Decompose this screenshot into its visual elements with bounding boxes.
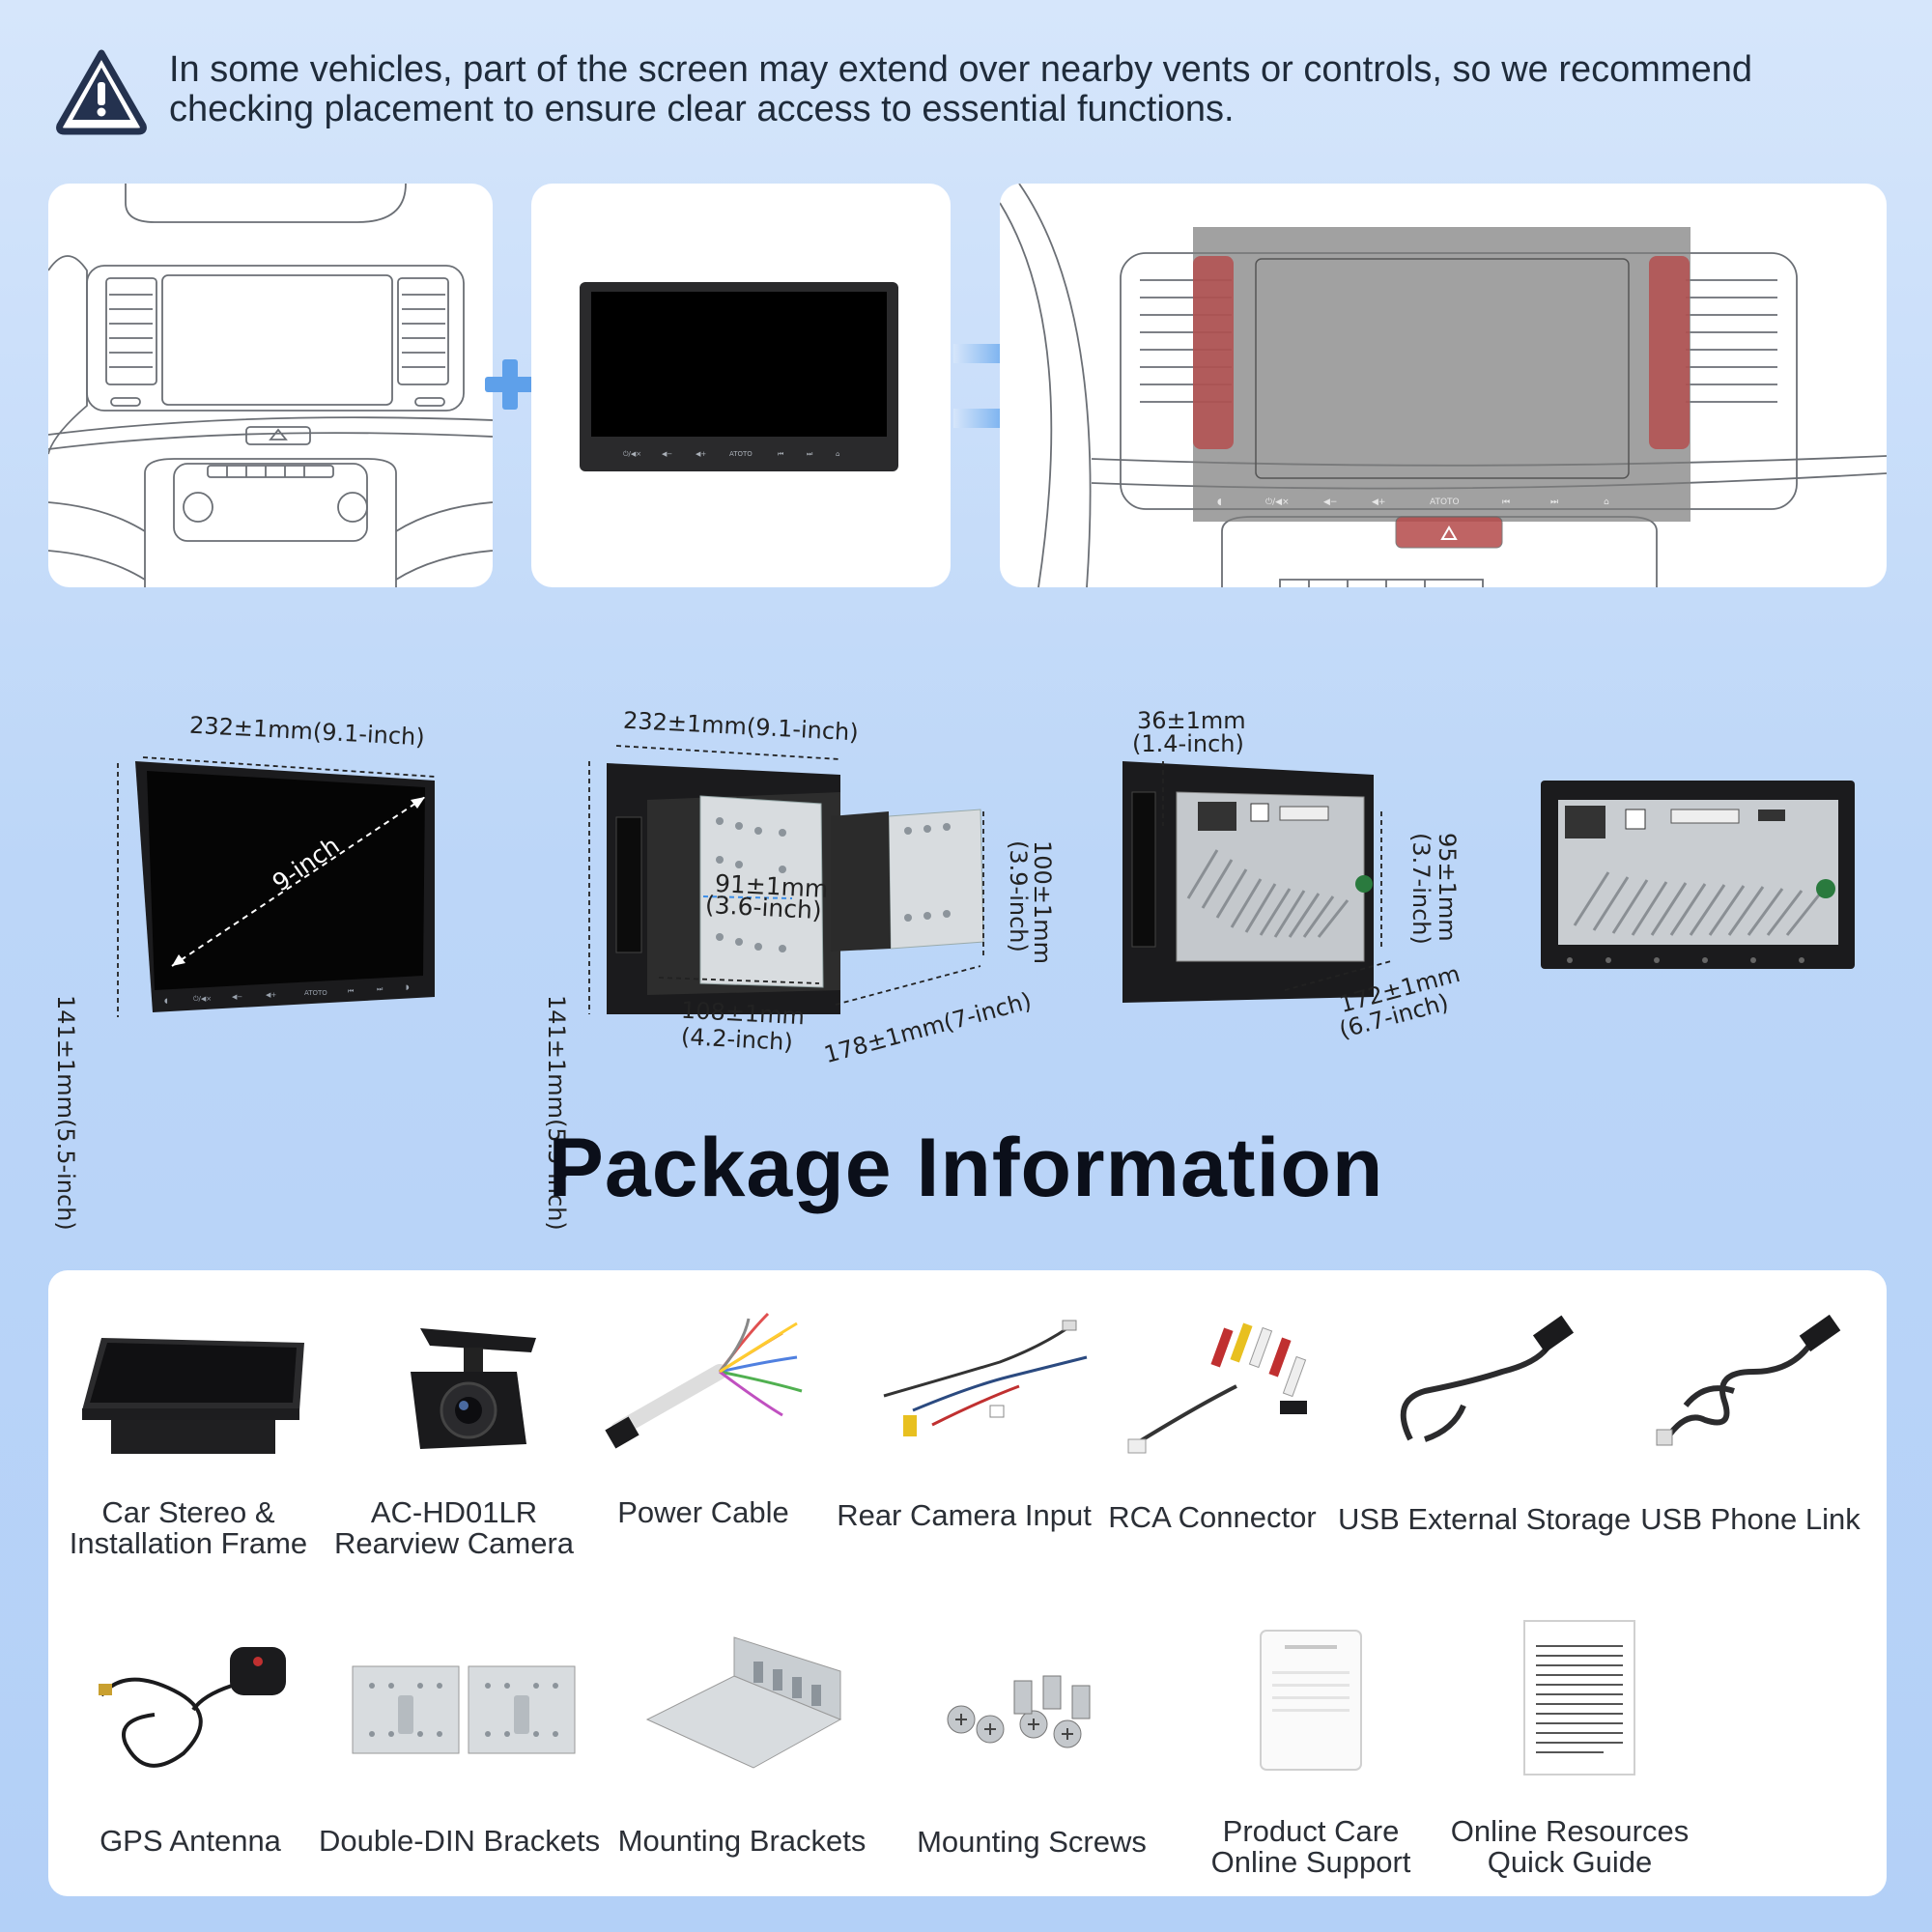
double-din-brackets-label: Double-DIN Brackets <box>319 1824 601 1858</box>
rca-connector-image <box>1127 1322 1307 1454</box>
svg-text:⌂: ⌂ <box>1604 497 1609 507</box>
double-din-brackets-image <box>352 1665 576 1754</box>
svg-text:⏮: ⏮ <box>778 450 783 458</box>
car-stereo-label: Car Stereo &Installation Frame <box>69 1495 308 1560</box>
rear-camera-input-label: Rear Camera Input <box>837 1498 1092 1532</box>
svg-text:ATOTO: ATOTO <box>1430 497 1460 507</box>
svg-text:⏮: ⏮ <box>348 987 354 995</box>
svg-text:⏻/◀×: ⏻/◀× <box>623 450 641 458</box>
rear-camera-input-image <box>883 1320 1088 1436</box>
bracket-height-label-2: (3.9-inch) <box>1005 840 1032 952</box>
svg-text:⏻/◀×: ⏻/◀× <box>1265 497 1290 507</box>
plus-icon <box>485 359 535 410</box>
usb-phone-link-label: USB Phone Link <box>1640 1502 1861 1536</box>
svg-text:⏭: ⏭ <box>807 450 813 458</box>
dashboard-panel <box>48 184 493 587</box>
warning-triangle-icon <box>56 49 147 135</box>
svg-text:◀+: ◀+ <box>696 450 706 458</box>
stereo-illustration: ⏻/◀× ◀− ◀+ ATOTO ⏮ ⏭ ⌂ <box>580 282 898 471</box>
mounting-screws-image <box>947 1675 1091 1748</box>
svg-text:◖: ◖ <box>1217 497 1222 507</box>
gps-antenna-label: GPS Antenna <box>99 1824 281 1858</box>
svg-text:⏭: ⏭ <box>377 985 384 993</box>
warning-banner <box>53 48 1889 145</box>
bracket-depth-label-2: (4.2-inch) <box>680 1022 794 1057</box>
mounting-brackets-image <box>645 1636 842 1769</box>
svg-text:◀+: ◀+ <box>266 991 276 999</box>
svg-text:⏻/◀×: ⏻/◀× <box>193 995 212 1003</box>
rear-top-label-2: (1.4-inch) <box>1132 730 1244 757</box>
rear-top-label-1: 36±1mm <box>1137 707 1246 734</box>
rearview-camera-image <box>411 1328 536 1449</box>
usb-storage-label: USB External Storage <box>1338 1502 1632 1536</box>
stereo-panel: ⏻/◀× ◀− ◀+ ATOTO ⏮ ⏭ ⌂ <box>531 184 951 587</box>
car-stereo-image <box>82 1338 304 1454</box>
svg-text:◀−: ◀− <box>662 450 672 458</box>
power-cable-label: Power Cable <box>617 1495 789 1529</box>
warning-text: In some vehicles, part of the screen may… <box>169 49 1752 129</box>
package-panel: Car Stereo &Installation Frame AC-HD01LR… <box>48 1270 1887 1896</box>
rca-connector-label: RCA Connector <box>1108 1500 1317 1534</box>
installed-illustration: ◖ ⏻/◀× ◀− ◀+ ATOTO ⏮ ⏭ ⌂ <box>1000 184 1887 587</box>
svg-text:⏮: ⏮ <box>1502 497 1510 507</box>
usb-storage-cable-image <box>1400 1315 1575 1442</box>
gps-antenna-image <box>99 1647 286 1768</box>
rear-photo <box>1541 781 1855 969</box>
front-view-diagram: ◖ ⏻/◀× ◀− ◀+ ATOTO ⏮ ⏭ ◗ <box>117 756 436 1017</box>
svg-text:◀−: ◀− <box>232 993 242 1001</box>
quick-guide-image <box>1523 1620 1635 1776</box>
device-brand-label: ATOTO <box>729 450 753 458</box>
svg-text:⏭: ⏭ <box>1550 497 1558 507</box>
mounting-brackets-label: Mounting Brackets <box>617 1824 867 1858</box>
svg-text:◀+: ◀+ <box>1372 497 1385 507</box>
usb-phone-link-image <box>1656 1314 1841 1446</box>
svg-text:⌂: ⌂ <box>836 450 839 458</box>
power-cable-image <box>605 1312 803 1449</box>
installed-panel: ◖ ⏻/◀× ◀− ◀+ ATOTO ⏮ ⏭ ⌂ <box>1000 184 1887 587</box>
rear-view-diagram <box>1122 761 1392 1003</box>
dashboard-illustration <box>48 184 493 587</box>
rear-height-label-2: (3.7-inch) <box>1407 833 1435 945</box>
svg-text:◀−: ◀− <box>1323 497 1337 507</box>
mounting-screws-label: Mounting Screws <box>917 1825 1147 1859</box>
rear-height-label-1: 95±1mm <box>1434 833 1461 942</box>
side-view-diagram <box>588 745 984 1014</box>
svg-text:◗: ◗ <box>406 983 410 991</box>
bracket-height-label-1: 100±1mm <box>1029 840 1056 964</box>
svg-text:ATOTO: ATOTO <box>304 989 327 997</box>
svg-text:◖: ◖ <box>164 997 168 1005</box>
package-title: Package Information <box>548 1122 1384 1214</box>
product-care-card-image <box>1260 1630 1362 1771</box>
